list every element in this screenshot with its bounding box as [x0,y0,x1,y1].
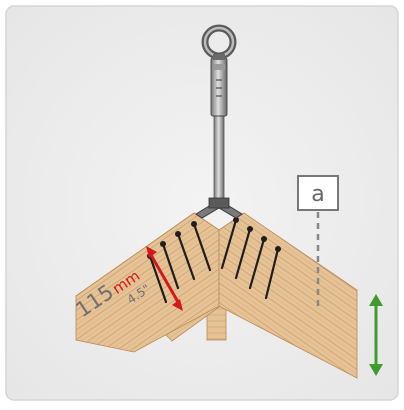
double-headed-arrow-icon [146,246,183,311]
screw-icon [148,222,212,304]
vertical-double-arrow-icon [369,294,383,376]
screw-heads-right [233,217,281,252]
dimension-a-box [297,175,339,211]
eye-bolt-anchor-icon [201,24,237,209]
screw-icon-right [220,218,280,300]
dimension-a-label: a [311,182,324,207]
